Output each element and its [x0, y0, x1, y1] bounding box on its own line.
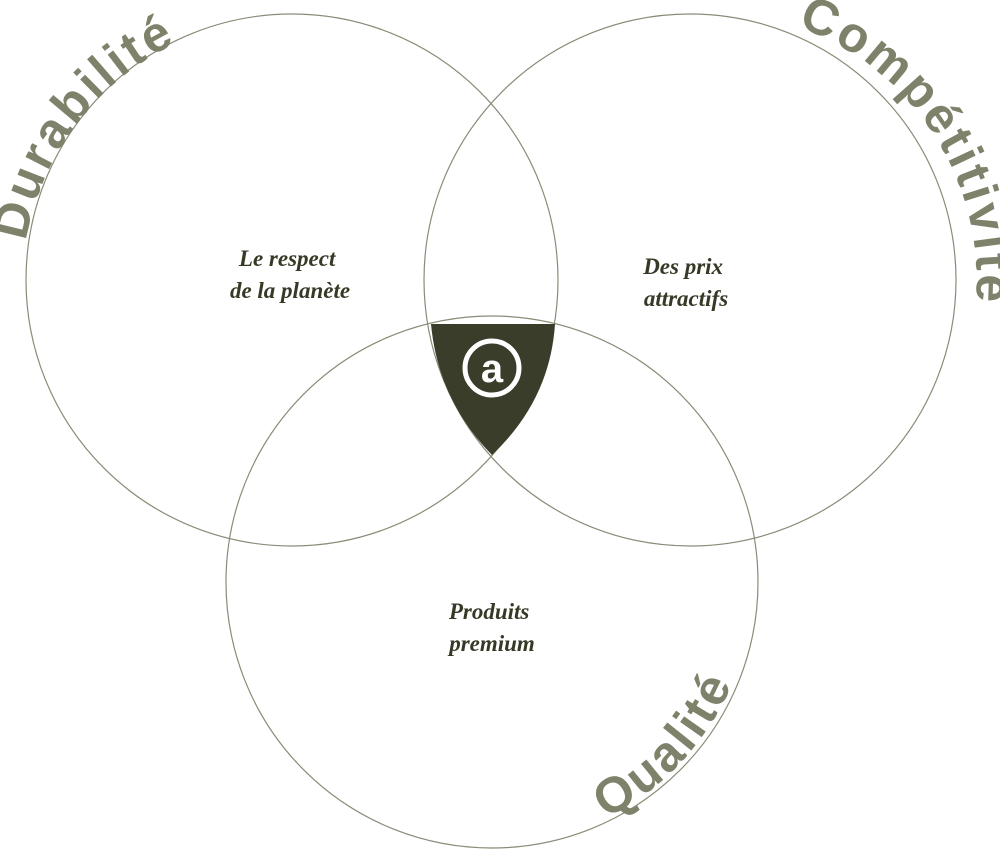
center-logo: a: [462, 338, 522, 398]
circle-qualite: [225, 315, 759, 849]
qualite-text-line-2: premium: [447, 631, 535, 656]
competitivite-text: Des prix attractifs: [642, 254, 729, 311]
circle-competitivite-outline: [423, 13, 957, 547]
competitivite-text-line-1: Des prix: [642, 254, 723, 279]
label-durabilite: Durabilité: [0, 2, 183, 244]
qualite-text: Produits premium: [447, 599, 535, 656]
label-competitivite: Compétitivité: [793, 0, 1000, 306]
at-sign-icon: [462, 338, 522, 398]
center-logo-letter: a: [481, 347, 504, 391]
circle-qualite-outline: [225, 315, 759, 849]
center-intersection: [431, 324, 555, 455]
label-qualite: Qualité: [583, 662, 743, 828]
qualite-text-line-1: Produits: [448, 599, 530, 624]
circle-competitivite: [423, 13, 957, 547]
circle-durabilite-outline: [25, 13, 559, 547]
durabilite-text-line-1: Le respect: [238, 246, 336, 271]
durabilite-text-line-2: de la planète: [230, 278, 350, 303]
durabilite-text: Le respect de la planète: [230, 246, 350, 303]
competitivite-text-line-2: attractifs: [644, 286, 728, 311]
circle-durabilite: [25, 13, 559, 547]
